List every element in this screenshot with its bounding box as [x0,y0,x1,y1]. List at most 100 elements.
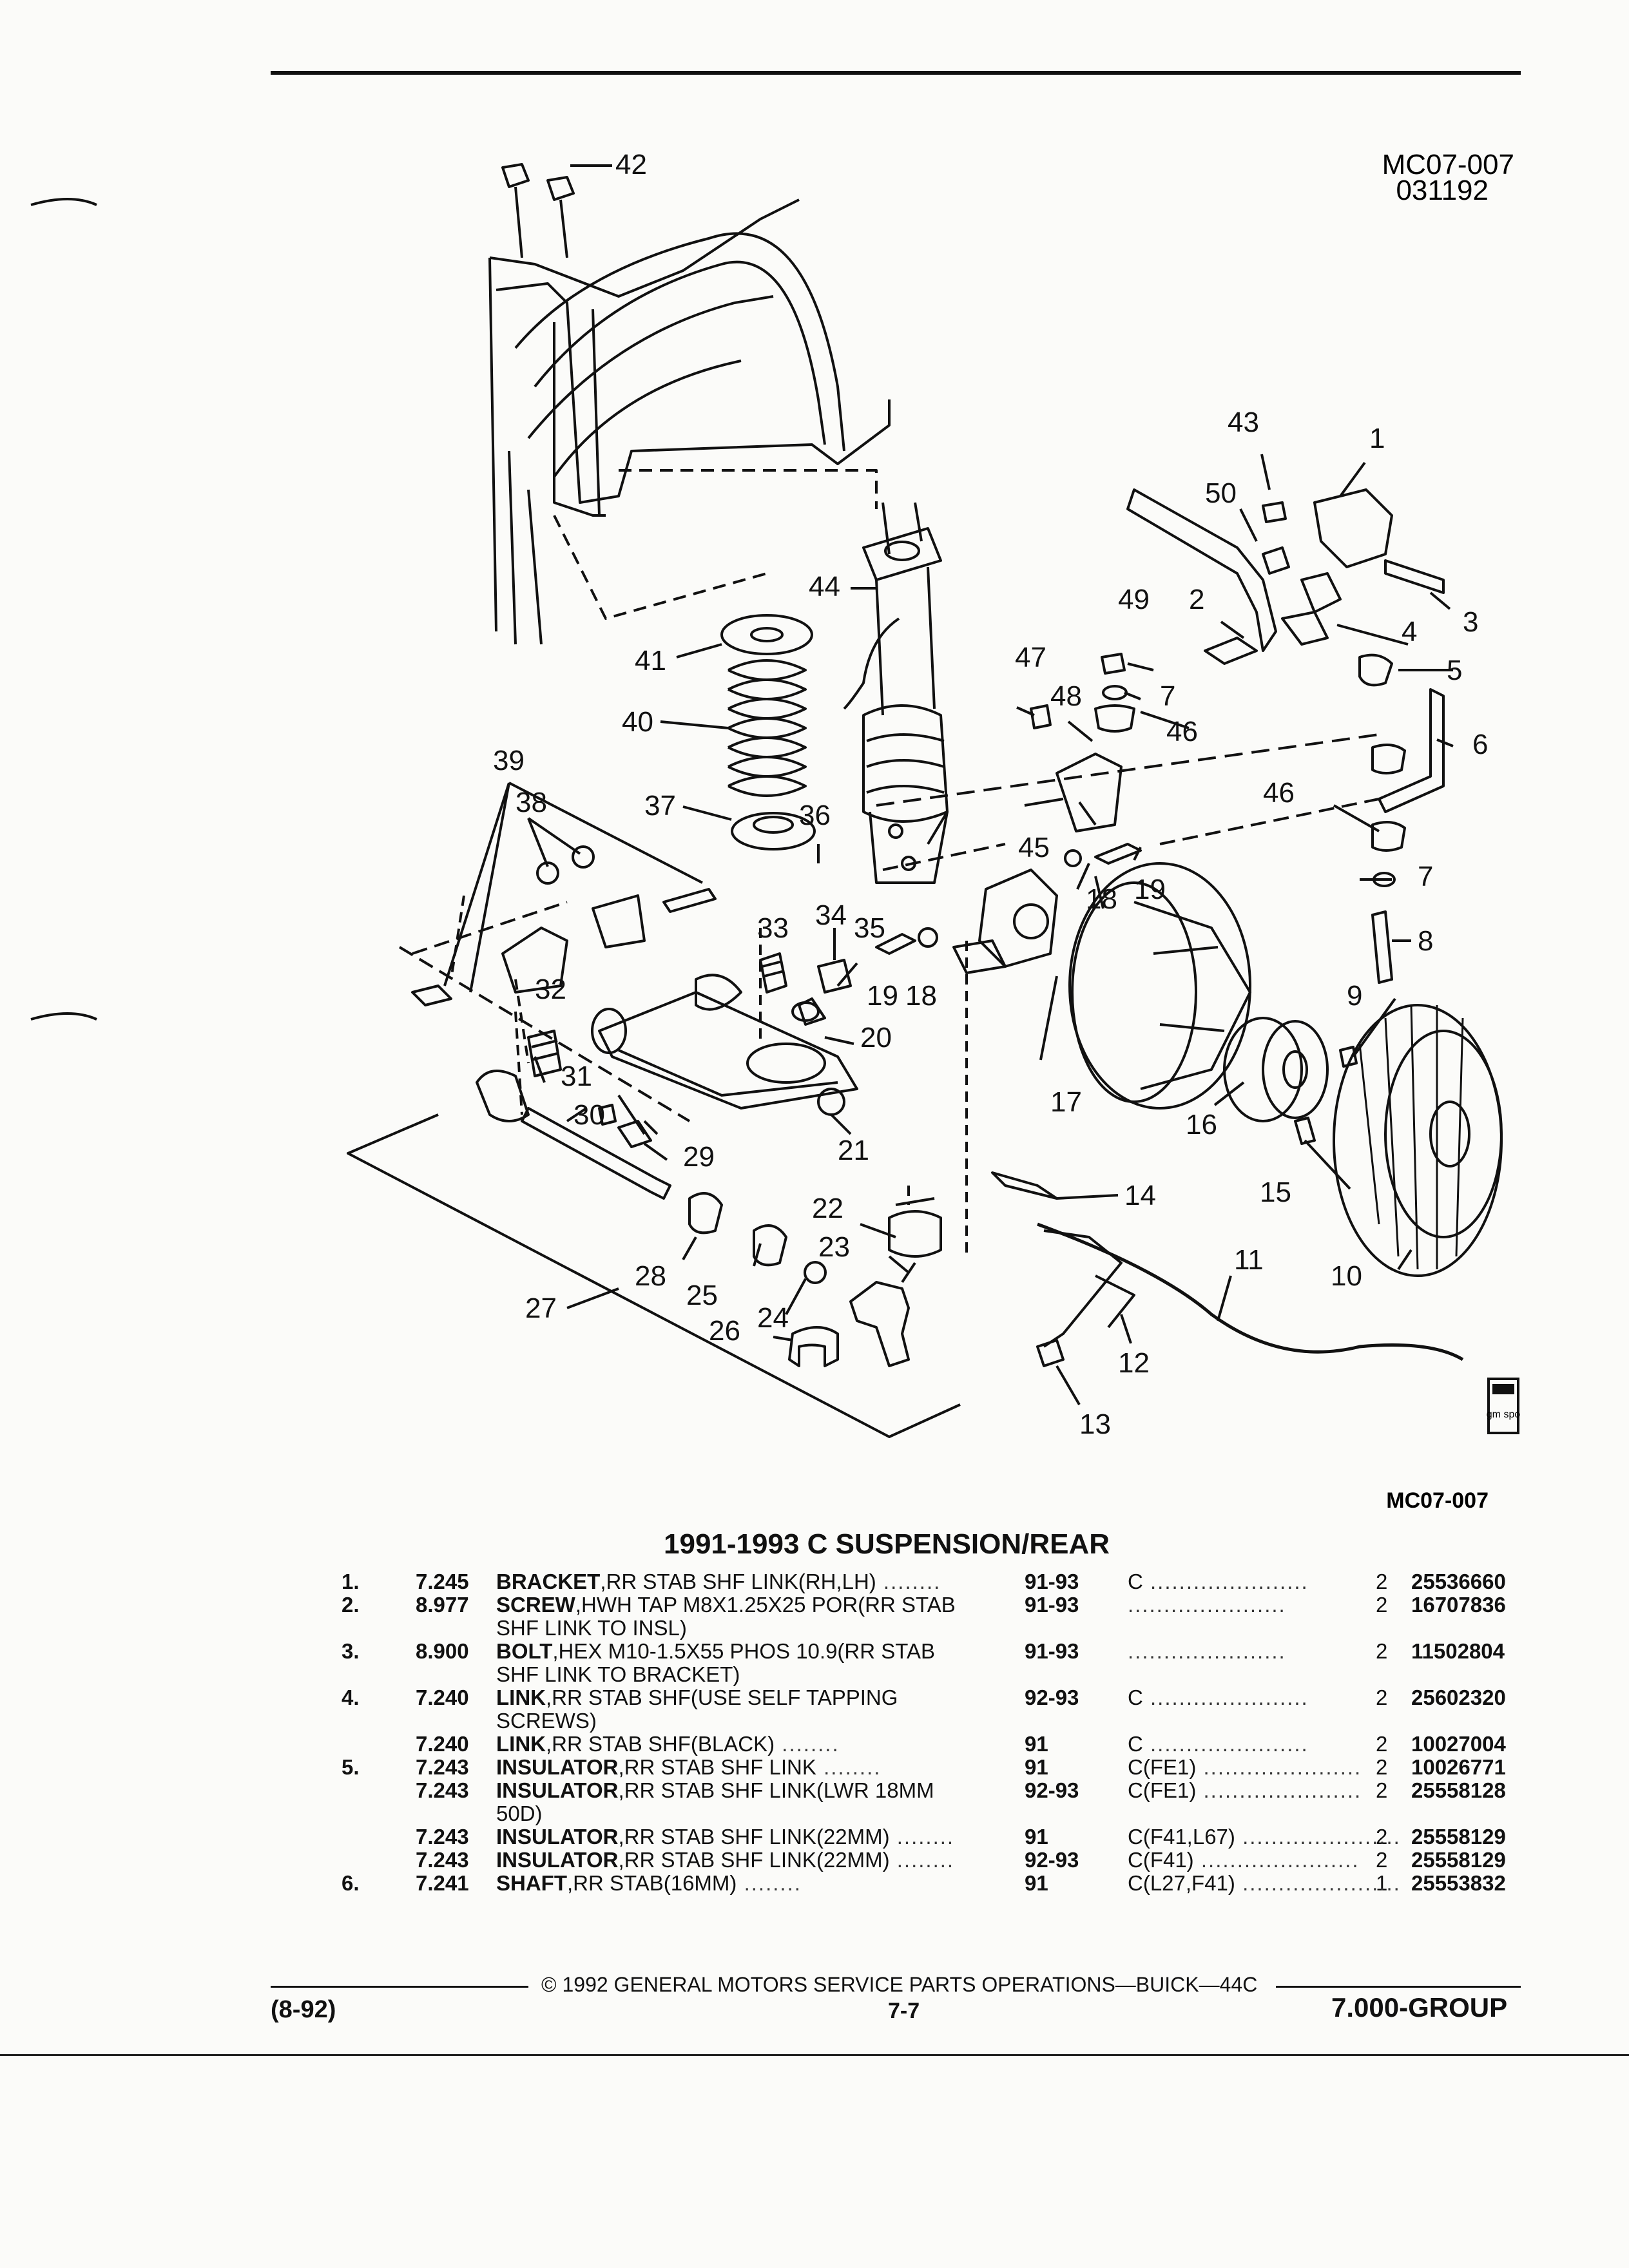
part-detail: ,RR STAB SHF(USE SELF TAPPING [546,1686,898,1709]
group-number: 8.900 [416,1639,469,1663]
dot-leader: ...................... [1142,1733,1309,1756]
part-number: 16707836 [1411,1593,1506,1617]
application-value: C [1128,1570,1143,1593]
model-years: 92-93 [1025,1686,1079,1709]
quantity: 2 [1376,1686,1388,1709]
application-code: ...................... [1128,1593,1398,1617]
callout-28: 28 [635,1260,666,1292]
part-detail: ,RR STAB(16MM) [567,1871,737,1895]
part-detail: ,RR STAB SHF LINK(22MM) [618,1825,890,1849]
model-years: 91-93 [1025,1593,1079,1617]
part-name: BRACKET [496,1570,601,1593]
part-description: SHAFT,RR STAB(16MM) ........ [496,1872,802,1895]
part-description: INSULATOR,RR STAB SHF LINK(22MM) .......… [496,1849,954,1872]
part-description-continued: SHF LINK TO BRACKET) [496,1662,740,1686]
callout-21: 21 [838,1135,869,1166]
quantity: 2 [1376,1825,1388,1849]
group-label: 7.000-GROUP [1331,1992,1508,2023]
model-years: 91 [1025,1825,1048,1849]
callout-3: 3 [1463,606,1478,638]
callout-22: 22 [812,1193,843,1224]
part-detail: ,RR STAB SHF LINK(RH,LH) [600,1570,876,1593]
part-detail: ,HEX M10-1.5X55 PHOS 10.9(RR STAB [552,1639,935,1663]
figure-id-bottom: MC07-007 [1386,1488,1489,1513]
part-name: LINK [496,1686,546,1709]
application-code: C ...................... [1128,1570,1398,1593]
margin-mark [30,1012,97,1021]
callout-29: 29 [683,1141,715,1173]
dot-leader: ...................... [1235,1872,1398,1895]
part-description-continued: SCREWS) [496,1709,597,1733]
application-code: C(FE1) ...................... [1128,1779,1398,1802]
callout-24: 24 [757,1302,789,1334]
model-years: 91 [1025,1871,1048,1895]
application-value: C [1128,1733,1143,1756]
callout-12: 12 [1118,1347,1150,1379]
part-name: SCREW [496,1593,575,1617]
callout-36: 36 [799,800,831,831]
callout-19b: 19 [1134,874,1166,905]
bottom-edge-line [0,2054,1629,2056]
part-number: 25558128 [1411,1778,1506,1802]
callout-14: 14 [1124,1180,1156,1211]
callout-44: 44 [809,571,840,602]
callout-10: 10 [1331,1260,1362,1292]
figure-date: 031192 [1396,175,1489,206]
callout-8: 8 [1418,925,1433,957]
quantity: 2 [1376,1639,1388,1663]
part-name: INSULATOR [496,1778,619,1802]
part-description: SCREW,HWH TAP M8X1.25X25 POR(RR STAB [496,1593,956,1617]
part-detail: ,RR STAB SHF LINK(22MM) [618,1848,890,1872]
application-code: C ...................... [1128,1686,1398,1709]
application-value: C(F41,L67) [1128,1825,1235,1849]
application-code: C(L27,F41) ...................... [1128,1872,1398,1895]
dot-leader: ........ [737,1871,802,1895]
callout-19: 19 [867,980,898,1012]
model-years: 92-93 [1025,1848,1079,1872]
application-code: C ...................... [1128,1733,1398,1756]
margin-mark [30,198,97,206]
application-value: C(FE1) [1128,1756,1197,1779]
callout-37: 37 [644,790,676,822]
ref-number: 2. [342,1593,360,1617]
quantity: 2 [1376,1755,1388,1779]
dot-leader: ........ [889,1825,955,1849]
logo-text: gm spo [1487,1409,1521,1420]
dot-leader: ........ [889,1848,955,1872]
callout-41: 41 [635,645,666,677]
callout-18: 18 [905,980,937,1012]
part-description: INSULATOR,RR STAB SHF LINK ........ [496,1756,881,1779]
callout-46b: 46 [1263,777,1295,809]
ref-number: 3. [342,1639,360,1663]
callout-13: 13 [1079,1408,1111,1440]
callout-6: 6 [1472,729,1488,760]
callout-11: 11 [1234,1244,1264,1276]
group-number: 7.245 [416,1570,469,1593]
callout-18b: 18 [1086,883,1117,915]
application-value: C(L27,F41) [1128,1872,1235,1895]
ref-number: 4. [342,1686,360,1709]
date-code: (8-92) [271,1996,336,2023]
callout-16: 16 [1186,1109,1217,1140]
callout-20: 20 [860,1022,892,1053]
footer-rule-right [1276,1986,1521,1988]
callout-40: 40 [622,706,653,738]
part-detail: ,RR STAB SHF LINK(LWR 18MM [618,1778,934,1802]
callout-27: 27 [525,1293,557,1324]
part-name: INSULATOR [496,1848,619,1872]
part-detail: ,RR STAB SHF LINK [618,1755,816,1779]
callout-25: 25 [686,1280,718,1311]
part-name: INSULATOR [496,1755,619,1779]
part-name: INSULATOR [496,1825,619,1849]
callout-45: 45 [1018,832,1050,863]
group-number: 7.240 [416,1732,469,1756]
figure-id: MC07-007 [1382,149,1514,180]
callout-32: 32 [535,974,566,1005]
dot-leader: ...................... [1128,1593,1286,1617]
callout-26: 26 [709,1315,740,1347]
quantity: 2 [1376,1732,1388,1756]
group-number: 7.243 [416,1848,469,1872]
